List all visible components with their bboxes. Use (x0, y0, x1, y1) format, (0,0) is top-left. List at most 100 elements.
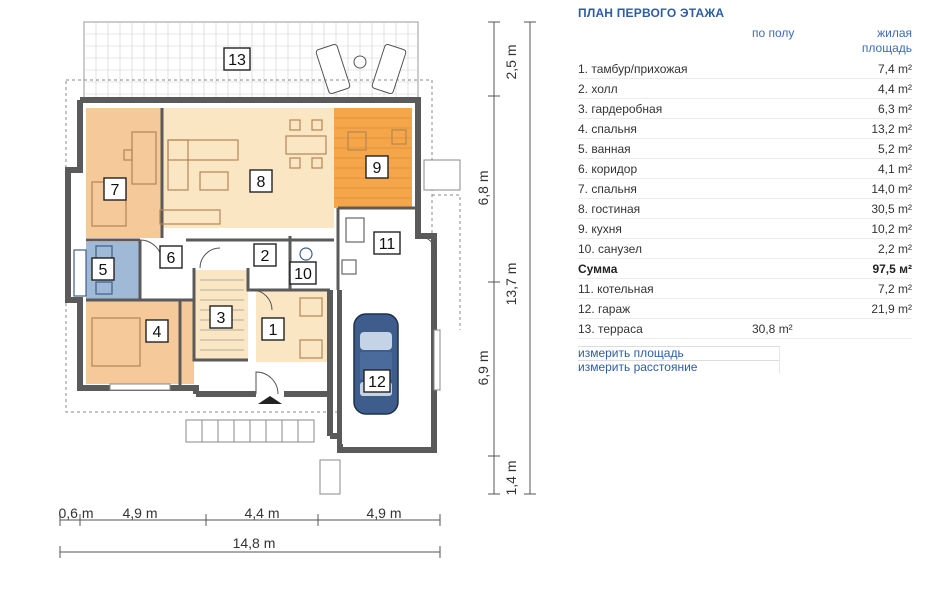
cell-name: 11. котельная (578, 281, 654, 296)
measure-area-link[interactable]: измерить площадь (578, 346, 780, 360)
terrace (83, 21, 419, 103)
furniture (73, 119, 407, 367)
measure-distance-link[interactable]: измерить расстояние (578, 360, 780, 374)
terrace-grid (84, 22, 418, 102)
interior-walls (86, 108, 420, 388)
svg-text:9: 9 (373, 160, 382, 177)
cell-floor: 30,8 m² (752, 321, 793, 336)
room-label: 8 (249, 169, 273, 193)
room-label: 7 (103, 177, 127, 201)
table-header: по полу жилая площадь (578, 26, 912, 56)
dimension-right: 2,5 m 6,8 m 13,7 m 6,9 m 1,4 m (475, 21, 536, 496)
cell-name: 3. гардеробная (578, 101, 663, 116)
room-label: 1 (261, 317, 285, 341)
svg-text:12: 12 (368, 374, 386, 391)
cell-name: 8. гостиная (578, 201, 641, 216)
table-row: 6. коридор 4,1 m² (578, 159, 912, 179)
cell-living: 4,1 m² (877, 161, 912, 176)
cell-living: 14,0 m² (871, 181, 912, 196)
windows (109, 159, 461, 391)
cell-name: 4. спальня (578, 121, 637, 136)
cell-name: 10. санузел (578, 241, 642, 256)
svg-text:10: 10 (294, 266, 312, 283)
cell-living: 7,2 m² (877, 281, 912, 296)
svg-text:6: 6 (167, 250, 176, 267)
garage (342, 290, 430, 444)
sun-lounger-icon (315, 44, 407, 94)
cell-name: 1. тамбур/прихожая (578, 61, 688, 76)
table-row: 3. гардеробная 6,3 m² (578, 99, 912, 119)
entrance-steps (185, 419, 341, 495)
room-label: 5 (91, 257, 115, 281)
table-row: 11. котельная 7,2 m² (578, 279, 912, 299)
entrance-arrow-icon (258, 396, 282, 404)
dim-label: 14,8 m (233, 535, 276, 551)
cell-name: 9. кухня (578, 221, 622, 236)
room-label: 10 (289, 261, 317, 285)
table-row: 9. кухня 10,2 m² (578, 219, 912, 239)
room-label: 3 (209, 305, 233, 329)
cell-living: 97,5 м² (872, 261, 912, 276)
dim-label: 4,9 m (122, 505, 157, 521)
cell-living: 13,2 m² (871, 121, 912, 136)
dim-label: 0,6 m (58, 505, 93, 521)
table-row: 5. ванная 5,2 m² (578, 139, 912, 159)
svg-text:1: 1 (269, 322, 278, 339)
cell-living: 6,3 m² (877, 101, 912, 116)
cell-living: 5,2 m² (877, 141, 912, 156)
table-row: 12. гараж 21,9 m² (578, 299, 912, 319)
cell-name: 7. спальня (578, 181, 637, 196)
car-icon (353, 313, 399, 415)
measure-tools: измерить площадь измерить расстояние (578, 346, 780, 374)
table-row: 4. спальня 13,2 m² (578, 119, 912, 139)
svg-text:4: 4 (153, 324, 162, 341)
table-row: 2. холл 4,4 m² (578, 79, 912, 99)
plan-title: ПЛАН ПЕРВОГО ЭТАЖА (578, 6, 725, 20)
svg-text:8: 8 (257, 174, 266, 191)
table-row: 1. тамбур/прихожая 7,4 m² (578, 59, 912, 79)
table-row: 8. гостиная 30,5 m² (578, 199, 912, 219)
dimension-bottom: 0,6 m 4,9 m 4,4 m 4,9 m 14,8 m (58, 505, 441, 558)
table-row: Сумма 97,5 м² (578, 259, 912, 279)
dim-label: 6,8 m (475, 170, 491, 205)
cell-living: 4,4 m² (877, 81, 912, 96)
dim-label: 4,4 m (244, 505, 279, 521)
cell-name: 2. холл (578, 81, 618, 96)
area-table: ПЛАН ПЕРВОГО ЭТАЖА по полу жилая площадь… (578, 6, 912, 339)
cell-living: 7,4 m² (877, 61, 912, 76)
dim-label: 13,7 m (503, 263, 519, 306)
svg-text:5: 5 (99, 262, 108, 279)
room-label: 2 (253, 243, 277, 267)
table-body: 1. тамбур/прихожая 7,4 m² 2. холл 4,4 m² 3. … (578, 59, 912, 339)
svg-text:7: 7 (111, 182, 120, 199)
table-row: 7. спальня 14,0 m² (578, 179, 912, 199)
cell-living: 10,2 m² (871, 221, 912, 236)
room-labels: 1 2 3 4 5 6 7 8 9 10 11 12 13 (91, 47, 401, 393)
cell-name: 5. ванная (578, 141, 631, 156)
room-label: 9 (365, 155, 389, 179)
svg-text:13: 13 (228, 52, 246, 69)
col-living-header: жилая площадь (861, 26, 912, 55)
floor-plan: 1 2 3 4 5 6 7 8 9 10 11 12 13 2,5 m 6,8 … (58, 21, 536, 558)
dim-label: 4,9 m (366, 505, 401, 521)
room-label: 4 (145, 319, 169, 343)
dim-label: 2,5 m (503, 44, 519, 79)
table-row: 10. санузел 2,2 m² (578, 239, 912, 259)
cell-name: 6. коридор (578, 161, 638, 176)
cell-living: 30,5 m² (871, 201, 912, 216)
cell-living: 2,2 m² (877, 241, 912, 256)
room-label: 6 (159, 245, 183, 269)
room-label: 11 (373, 231, 401, 255)
dim-label: 1,4 m (503, 460, 519, 495)
cell-name: 12. гараж (578, 301, 631, 316)
dim-label: 6,9 m (475, 350, 491, 385)
cell-name: Сумма (578, 261, 618, 276)
svg-text:3: 3 (217, 310, 226, 327)
svg-text:11: 11 (379, 236, 396, 253)
cell-living: 21,9 m² (871, 301, 912, 316)
col-floor-header: по полу (752, 26, 795, 40)
room-label: 13 (223, 47, 251, 71)
svg-text:2: 2 (261, 248, 270, 265)
room-label: 12 (363, 369, 391, 393)
